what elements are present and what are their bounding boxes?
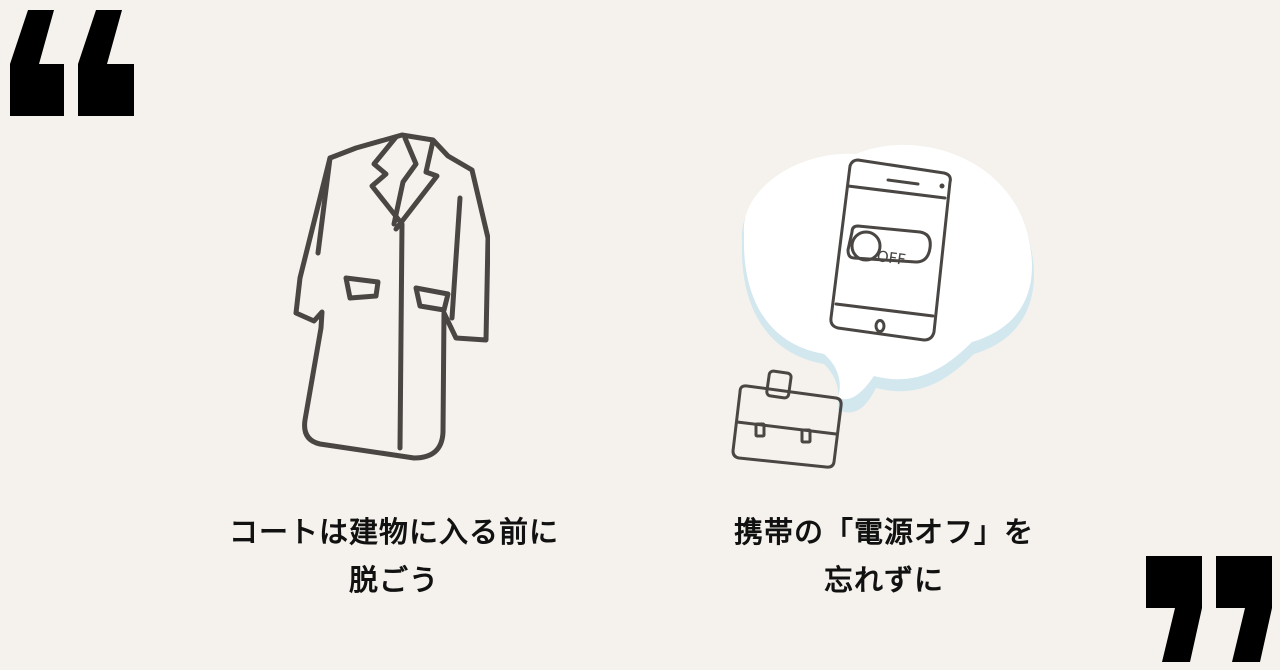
- coat-caption: コートは建物に入る前に 脱ごう: [184, 508, 604, 604]
- phone-caption-line-2: 忘れずに: [823, 563, 944, 597]
- toggle-off-label: OFF: [876, 247, 907, 269]
- phone-speech-bubble-icon: [731, 144, 1034, 469]
- coat-caption-line-2: 脱ごう: [348, 563, 439, 597]
- phone-caption-line-1: 携帯の「電源オフ」を: [733, 515, 1034, 549]
- coat-icon: [293, 132, 490, 461]
- coat-caption-line-1: コートは建物に入る前に: [228, 515, 559, 549]
- phone-caption: 携帯の「電源オフ」を 忘れずに: [674, 508, 1094, 604]
- toggle-label-layer: OFF: [876, 247, 907, 269]
- quote-open-icon: [10, 10, 134, 116]
- quote-close-icon: [1146, 556, 1272, 662]
